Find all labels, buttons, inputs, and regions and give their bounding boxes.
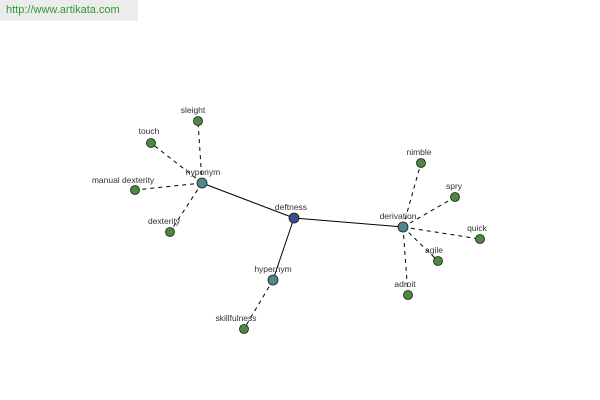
nodes-layer <box>130 116 485 334</box>
relation-node-derivation[interactable] <box>397 221 409 233</box>
relation-label-derivation: derivation <box>380 211 417 221</box>
term-node-agile[interactable] <box>433 256 443 266</box>
term-label-skillfulness: skillfulness <box>215 313 256 323</box>
relation-node-hyponym[interactable] <box>196 177 208 189</box>
term-label-quick: quick <box>467 223 488 233</box>
labels-layer: sleight touch manual dexterity dexterity hyp… <box>92 105 488 323</box>
term-node-skillfulness[interactable] <box>239 324 249 334</box>
term-label-nimble: nimble <box>406 147 431 157</box>
relation-label-hypernym: hypernym <box>254 264 291 274</box>
edge-manual-dexterity <box>134 182 203 191</box>
edge-adroit <box>402 226 409 296</box>
term-label-adroit: adroit <box>394 279 416 289</box>
edge-quick <box>402 226 481 240</box>
edge-touch <box>150 142 203 184</box>
term-label-touch: touch <box>139 126 160 136</box>
edges-layer <box>134 120 481 330</box>
edge-skillfulness <box>243 279 274 330</box>
watermark-bar: http://www.artikata.com <box>0 0 138 21</box>
term-node-nimble[interactable] <box>416 158 426 168</box>
edge-agile <box>402 226 439 262</box>
edge-nimble <box>402 162 422 228</box>
term-node-sleight[interactable] <box>193 116 203 126</box>
term-label-spry: spry <box>446 181 463 191</box>
term-label-sleight: sleight <box>181 105 206 115</box>
term-node-adroit[interactable] <box>403 290 413 300</box>
term-node-touch[interactable] <box>146 138 156 148</box>
center-node[interactable] <box>288 212 300 224</box>
relation-label-hyponym: hyponym <box>186 167 221 177</box>
term-node-manual-dexterity[interactable] <box>130 185 140 195</box>
term-node-dexterity[interactable] <box>165 227 175 237</box>
term-label-manual-dexterity: manual dexterity <box>92 175 155 185</box>
edge-hypernym <box>272 217 295 281</box>
term-label-dexterity: dexterity <box>148 216 181 226</box>
term-node-spry[interactable] <box>450 192 460 202</box>
edge-hyponym <box>201 182 295 219</box>
edge-derivation <box>293 217 404 228</box>
edge-sleight <box>197 120 203 184</box>
watermark-url: http://www.artikata.com <box>6 4 120 16</box>
term-label-agile: agile <box>425 245 443 255</box>
edge-spry <box>402 196 456 228</box>
edge-dexterity <box>169 182 203 233</box>
relation-node-hypernym[interactable] <box>267 274 279 286</box>
center-label: deftness <box>275 202 307 212</box>
term-node-quick[interactable] <box>475 234 485 244</box>
